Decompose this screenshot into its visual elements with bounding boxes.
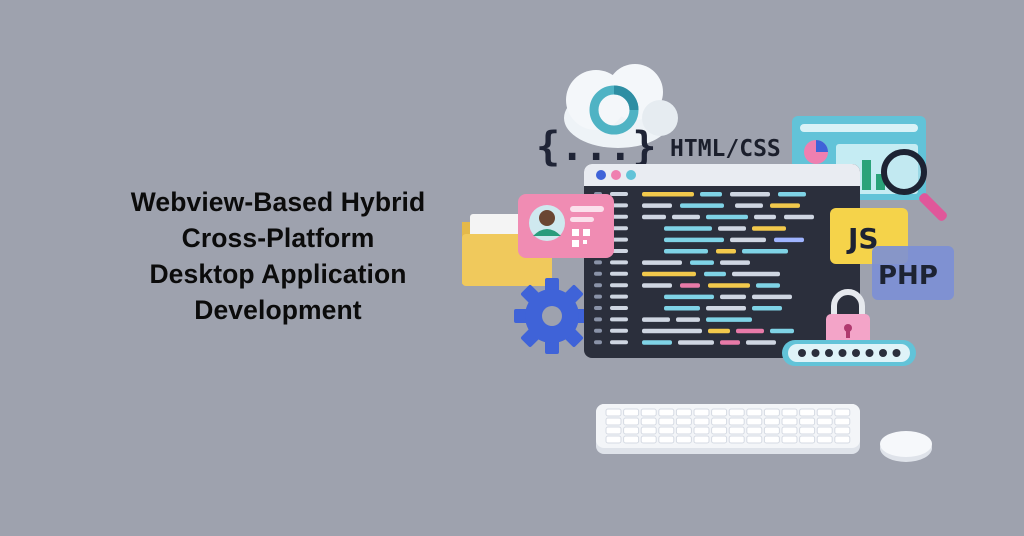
keyboard (596, 404, 860, 454)
gear-icon (514, 278, 590, 354)
php-label: PHP (878, 261, 938, 291)
php-badge: PHP (872, 246, 954, 300)
html-css-label: HTML/CSS (670, 136, 781, 162)
headline-line-2: Cross-Platform (181, 223, 375, 253)
headline-line-1: Webview-Based Hybrid (130, 187, 426, 217)
headline-line-3: Desktop Application (149, 259, 407, 289)
lock-icon (826, 289, 870, 346)
headline: Webview-Based Hybrid Cross-Platform Desk… (60, 184, 496, 328)
headline-line-4: Development (194, 295, 362, 325)
mouse (880, 431, 932, 462)
magnifier-icon (881, 149, 947, 221)
qr-code-icon (572, 229, 590, 247)
code-lines (594, 192, 814, 345)
braces-label: {...} (536, 124, 656, 170)
password-field (782, 340, 916, 366)
code-window (584, 164, 860, 358)
cloud-icon (564, 64, 678, 148)
profile-card-icon (518, 194, 614, 258)
